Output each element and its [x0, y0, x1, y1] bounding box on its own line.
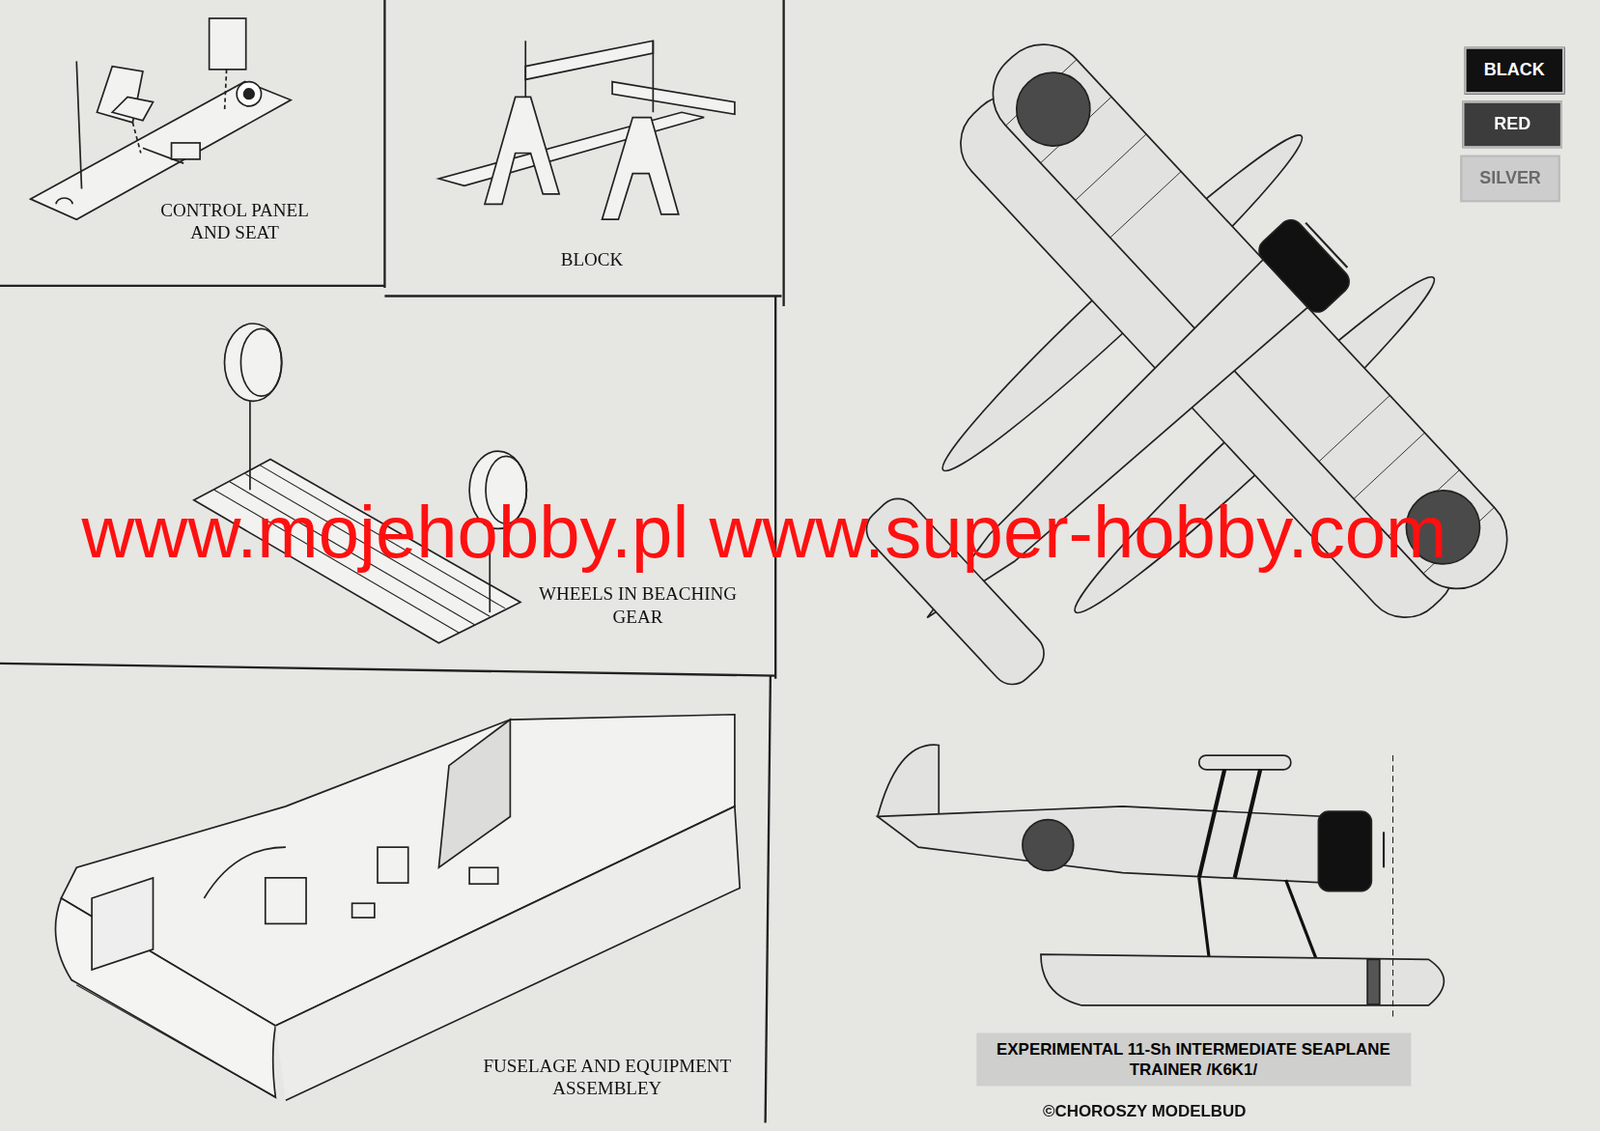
- legend-swatch: BLACK: [1464, 47, 1566, 95]
- caption-band: EXPERIMENTAL 11-Sh INTERMEDIATE SEAPLANE…: [976, 1032, 1410, 1086]
- panel-title: WHEELS IN BEACHING GEAR: [531, 583, 746, 628]
- panel-title: CONTROL PANEL AND SEAT: [142, 199, 327, 245]
- block-drawing: [438, 40, 734, 220]
- legend-swatch: RED: [1461, 101, 1563, 149]
- caption-text: EXPERIMENTAL 11-Sh INTERMEDIATE SEAPLANE…: [986, 1038, 1401, 1080]
- legend-text: BLACK: [1484, 59, 1545, 81]
- panel-title: FUSELAGE AND EQUIPMENT ASSEMBLEY: [479, 1055, 735, 1100]
- panel-title: BLOCK: [540, 249, 644, 272]
- watermark: www.mojehobby.pl www.super-hobby.com: [82, 489, 1448, 574]
- fuselage-drawing: [55, 714, 740, 1100]
- top-view-aircraft: [687, 0, 1600, 875]
- copyright-note: ©CHOROSZY MODELBUD: [1042, 1101, 1309, 1121]
- side-view-aircraft: [877, 744, 1445, 1021]
- legend-text: SILVER: [1479, 168, 1542, 189]
- control-panel-drawing: [30, 18, 291, 220]
- legend-text: RED: [1493, 113, 1531, 135]
- legend-swatch: SILVER: [1459, 155, 1561, 203]
- beaching-gear-drawing: [194, 323, 528, 644]
